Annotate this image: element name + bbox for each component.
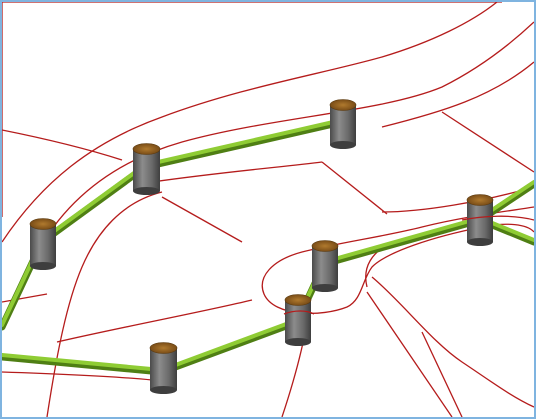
parcel-line — [381, 61, 534, 128]
parcel-line — [441, 111, 534, 173]
parcel-line — [2, 129, 123, 161]
parcel-line — [2, 293, 48, 303]
manhole[interactable] — [329, 99, 357, 150]
parcel-line — [31, 21, 534, 263]
manhole[interactable] — [132, 143, 161, 196]
parcel-line — [366, 291, 453, 417]
manholes — [29, 99, 494, 395]
parcel-line — [56, 299, 253, 343]
parcel-line — [161, 196, 243, 243]
parcel-line — [321, 161, 388, 215]
parcel-line — [421, 331, 463, 417]
manhole[interactable] — [29, 218, 57, 271]
parcel-line — [2, 371, 153, 381]
manhole[interactable] — [311, 240, 339, 293]
parcel-line — [2, 2, 498, 243]
parcel-line — [151, 161, 323, 183]
parcel-line — [371, 276, 534, 408]
manhole[interactable] — [284, 294, 312, 347]
manhole[interactable] — [466, 194, 494, 247]
parcel-line — [46, 191, 163, 417]
manhole[interactable] — [149, 342, 178, 395]
parcel-line — [261, 206, 534, 314]
